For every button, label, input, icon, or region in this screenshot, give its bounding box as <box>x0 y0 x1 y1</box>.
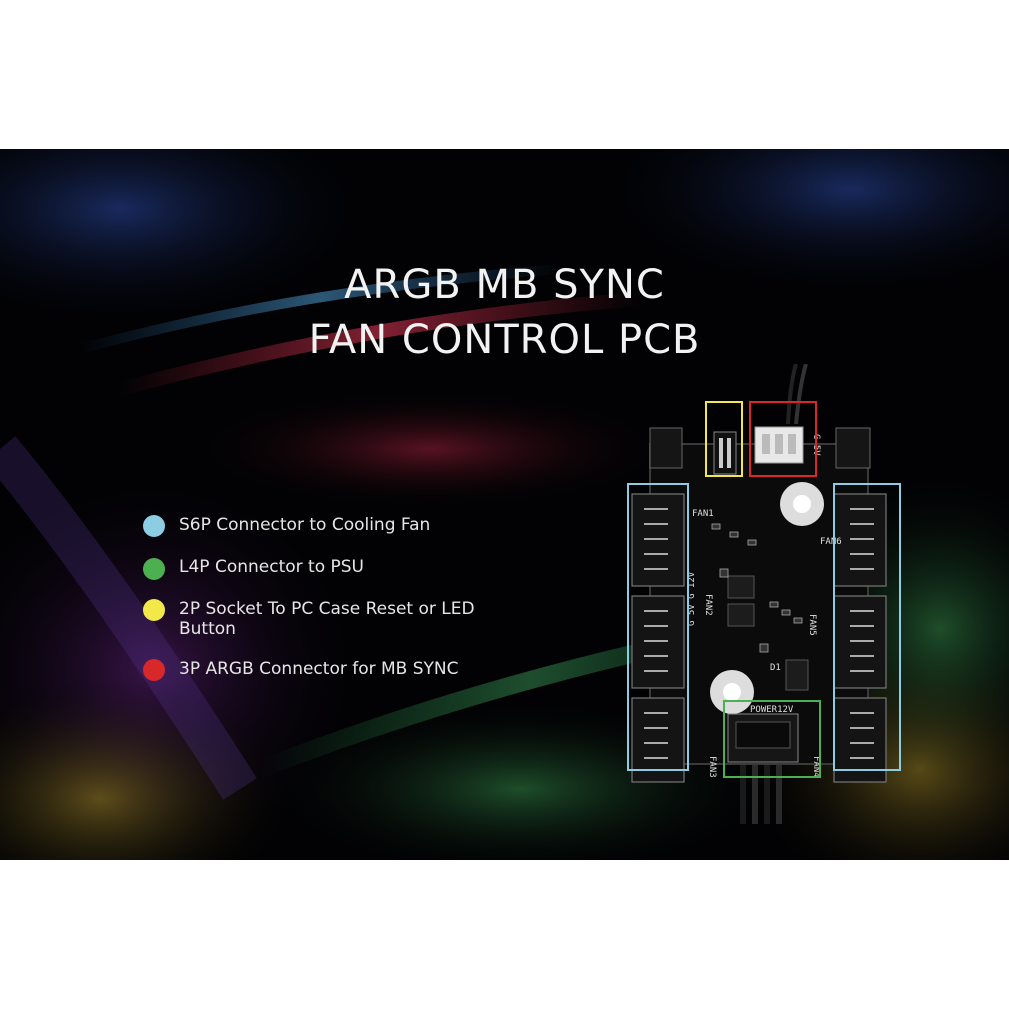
legend-dot-yellow <box>143 599 165 621</box>
legend-dot-green <box>143 558 165 580</box>
legend-label-l4p: L4P Connector to PSU <box>179 557 364 577</box>
legend-label-s6p: S6P Connector to Cooling Fan <box>179 515 431 535</box>
legend-dot-blue <box>143 515 165 537</box>
svg-text:FAN1: FAN1 <box>692 509 714 519</box>
svg-text:FAN6: FAN6 <box>820 537 842 547</box>
svg-text:FAN4: FAN4 <box>811 756 821 778</box>
page-title-line2: FAN CONTROL PCB <box>308 317 701 363</box>
page-title-line1: ARGB MB SYNC <box>344 262 665 308</box>
svg-text:G 5V G 12V: G 5V G 12V <box>687 571 697 626</box>
product-banner: ARGB MB SYNC FAN CONTROL PCB S6P Connect… <box>0 149 1009 860</box>
svg-text:FAN3: FAN3 <box>707 756 717 778</box>
legend-label-3p: 3P ARGB Connector for MB SYNC <box>179 659 459 679</box>
svg-text:FAN2: FAN2 <box>703 594 713 616</box>
legend-label-2p: 2P Socket To PC Case Reset or LED Button <box>179 599 475 639</box>
svg-text:D1: D1 <box>770 663 781 673</box>
fan-control-pcb-image: FAN1 FAN6 FAN2 D1 POWER12V FAN3 FAN4 FAN… <box>627 364 901 824</box>
legend-dot-red <box>143 659 165 681</box>
svg-text:POWER12V: POWER12V <box>750 705 794 715</box>
svg-text:FAN5: FAN5 <box>807 614 817 636</box>
